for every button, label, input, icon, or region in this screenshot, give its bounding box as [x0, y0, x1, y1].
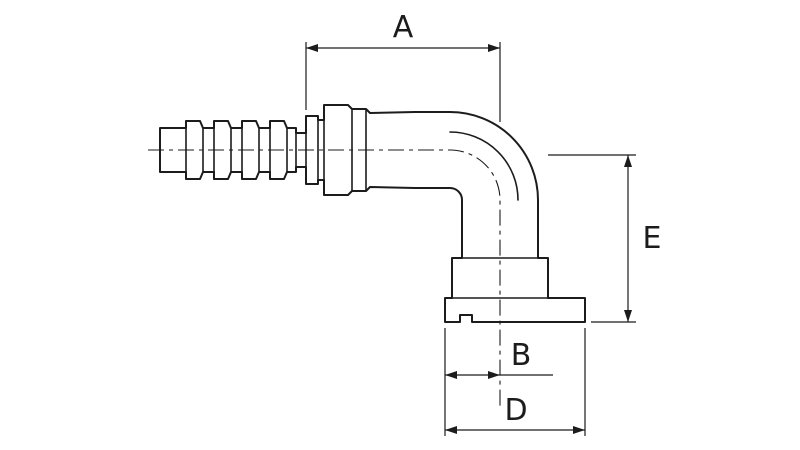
dimension-d-label: D	[504, 393, 527, 428]
dimension-d-arrow-left	[445, 426, 457, 434]
dimension-b-label: B	[511, 338, 532, 373]
dimension-b: B	[445, 338, 553, 379]
axis-centerline	[148, 149, 501, 408]
dimension-d: D	[444, 328, 586, 436]
dimension-e-arrow-bottom	[624, 310, 632, 322]
dimension-b-arrow-right	[488, 371, 500, 379]
elbow-inner-contour-line	[449, 131, 519, 201]
dimension-a-extension-lines	[305, 42, 501, 122]
dimension-d-extension-lines	[444, 328, 586, 436]
centerlines	[148, 149, 501, 408]
dimension-a-arrow-right	[488, 44, 500, 52]
dimension-a: A	[305, 10, 501, 122]
dimension-e: E	[548, 154, 662, 323]
dimension-e-extension-lines	[548, 154, 636, 323]
dimension-e-arrow-top	[624, 155, 632, 167]
fitting-body-outline	[159, 104, 586, 323]
dimension-e-label: E	[643, 221, 662, 256]
dimension-d-arrow-right	[573, 426, 585, 434]
fitting-body	[159, 104, 586, 323]
dimension-a-arrow-left	[306, 44, 318, 52]
dimension-b-arrow-left	[445, 371, 457, 379]
dimension-a-label: A	[393, 10, 414, 45]
